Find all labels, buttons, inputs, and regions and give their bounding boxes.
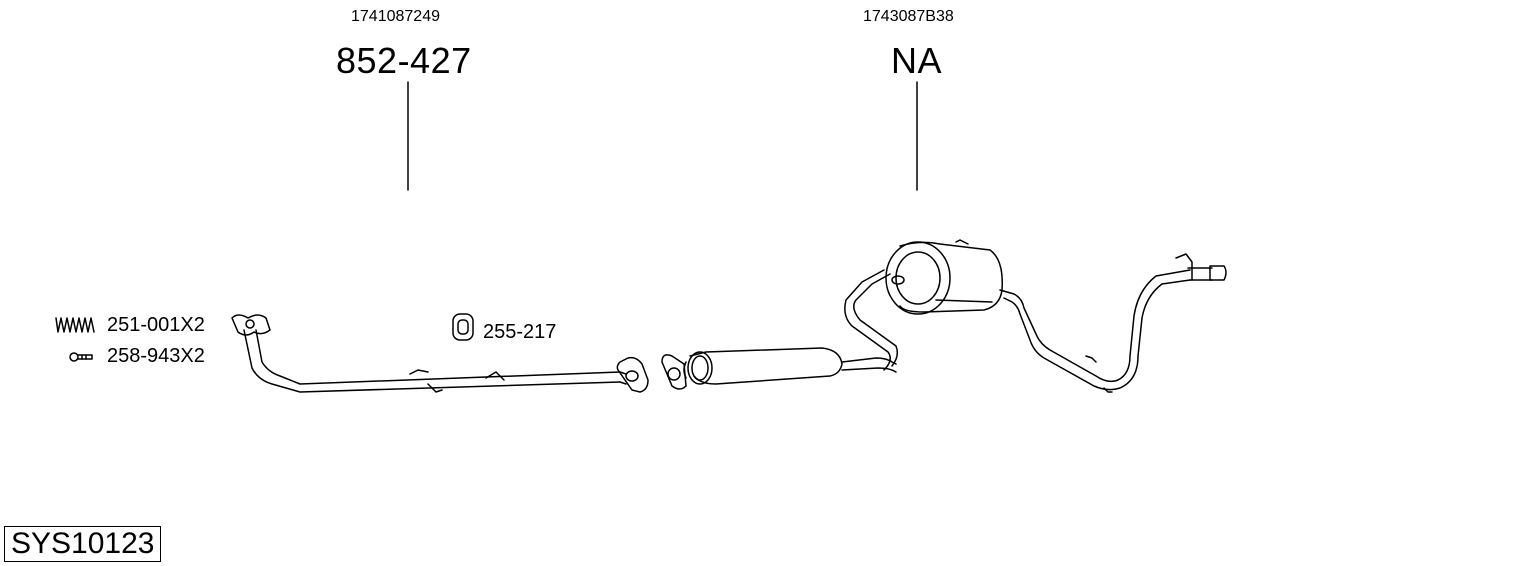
oem-number-front-pipe: 1741087249	[351, 8, 440, 25]
part-number-rear-silencer[interactable]: NA	[891, 40, 943, 81]
rubber-hanger-icon	[452, 313, 474, 341]
tail-pipe	[999, 253, 1227, 393]
middle-silencer	[661, 347, 897, 390]
system-id-box: SYS10123	[4, 526, 162, 562]
bolt-icon	[69, 352, 93, 362]
oem-number-rear-silencer: 1743087B38	[863, 8, 954, 25]
front-pipe	[231, 314, 649, 393]
accessory-hanger-label[interactable]: 255-217	[483, 321, 557, 343]
rear-silencer	[885, 239, 1003, 315]
accessory-spring-label[interactable]: 251-001X2	[107, 314, 205, 336]
over-axle-pipe	[844, 269, 899, 371]
spring-icon	[55, 317, 95, 333]
part-number-front-pipe[interactable]: 852-427	[336, 40, 472, 81]
accessory-bolt-label[interactable]: 258-943X2	[107, 345, 205, 367]
